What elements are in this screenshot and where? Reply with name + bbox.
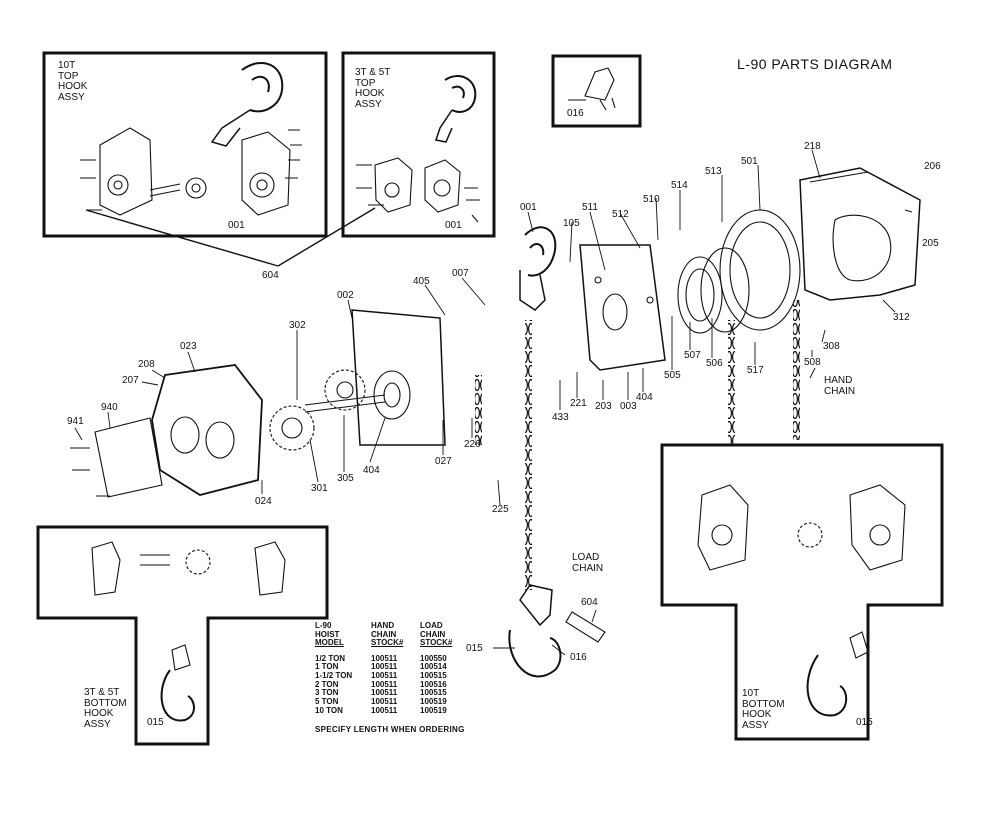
callout-312: 312 xyxy=(893,312,910,323)
callout-205: 205 xyxy=(922,238,939,249)
hand-chain-right xyxy=(793,300,800,440)
callout-604-bottom: 604 xyxy=(581,597,598,608)
callout-514: 514 xyxy=(671,180,688,191)
gear-cover-023 xyxy=(151,364,263,496)
callout-508: 508 xyxy=(804,357,821,368)
bottom-hook-3t5t-sketch xyxy=(91,541,286,722)
callout-024: 024 xyxy=(255,496,272,507)
callout-027: 027 xyxy=(435,456,452,467)
callout-512: 512 xyxy=(612,209,629,220)
leader-lines xyxy=(74,149,896,656)
callout-015-inset-3t5t: 015 xyxy=(147,717,164,728)
callout-433: 433 xyxy=(552,412,569,423)
callout-507: 507 xyxy=(684,350,701,361)
stock-table-footer: SPECIFY LENGTH WHEN ORDERING xyxy=(315,724,465,734)
callout-404-left: 404 xyxy=(363,465,380,476)
side-plate-002 xyxy=(351,309,446,446)
middle-plate xyxy=(579,244,666,371)
callout-208: 208 xyxy=(138,359,155,370)
callout-506: 506 xyxy=(706,358,723,369)
callout-221: 221 xyxy=(570,398,587,409)
callout-218: 218 xyxy=(804,141,821,152)
top-hook-3t5t-sketch xyxy=(277,75,480,267)
callout-517: 517 xyxy=(747,365,764,376)
callout-505: 505 xyxy=(664,370,681,381)
callout-016-inset: 016 xyxy=(567,108,584,119)
callout-305: 305 xyxy=(337,473,354,484)
callout-007: 007 xyxy=(452,268,469,279)
callout-308: 308 xyxy=(823,341,840,352)
inset-016 xyxy=(551,54,642,128)
callout-604: 604 xyxy=(262,270,279,281)
load-chain-short xyxy=(475,375,482,445)
callout-001-inset-3t5t: 001 xyxy=(445,220,462,231)
callout-015: 015 xyxy=(466,643,483,654)
cover-940 xyxy=(70,417,163,498)
callout-016: 016 xyxy=(570,652,587,663)
bottom-hook-10t-sketch xyxy=(697,484,906,717)
callout-206: 206 xyxy=(924,161,941,172)
callout-405: 405 xyxy=(413,276,430,287)
top-hook-10t-sketch xyxy=(80,61,302,267)
callout-511: 511 xyxy=(582,202,598,213)
inset-3t5t-bottom-hook xyxy=(36,525,329,746)
callout-226: 226 xyxy=(464,439,481,450)
callout-015-inset-10t: 015 xyxy=(856,717,873,728)
callout-002: 002 xyxy=(337,290,354,301)
load-chain xyxy=(525,320,532,590)
inset-10t-top-hook xyxy=(42,51,328,238)
callout-302: 302 xyxy=(289,320,306,331)
callout-001: 001 xyxy=(520,202,537,213)
inset-10t-bottom-hook xyxy=(660,443,944,741)
callout-404-right: 404 xyxy=(636,392,653,403)
callout-105: 105 xyxy=(563,218,580,229)
callout-501: 501 xyxy=(741,156,758,167)
callout-941: 941 xyxy=(67,416,84,427)
callout-001-inset-10t: 001 xyxy=(228,220,245,231)
load-sheave-assembly xyxy=(677,209,801,334)
hand-chain-left xyxy=(728,320,735,445)
callout-225: 225 xyxy=(492,504,509,515)
part-016-inset-sketch xyxy=(568,67,616,111)
page-title: L-90 PARTS DIAGRAM xyxy=(737,56,893,72)
callout-510: 510 xyxy=(643,194,660,205)
callout-023: 023 xyxy=(180,341,197,352)
callout-003: 003 xyxy=(620,401,637,412)
callout-203: 203 xyxy=(595,401,612,412)
inset-3t5t-top-hook xyxy=(341,51,496,238)
callout-940: 940 xyxy=(101,402,118,413)
callout-207: 207 xyxy=(122,375,139,386)
upper-hook-main xyxy=(519,226,557,311)
callout-301: 301 xyxy=(311,483,328,494)
callout-513: 513 xyxy=(705,166,722,177)
gear-set xyxy=(269,369,386,451)
main-housing-right xyxy=(799,167,921,301)
